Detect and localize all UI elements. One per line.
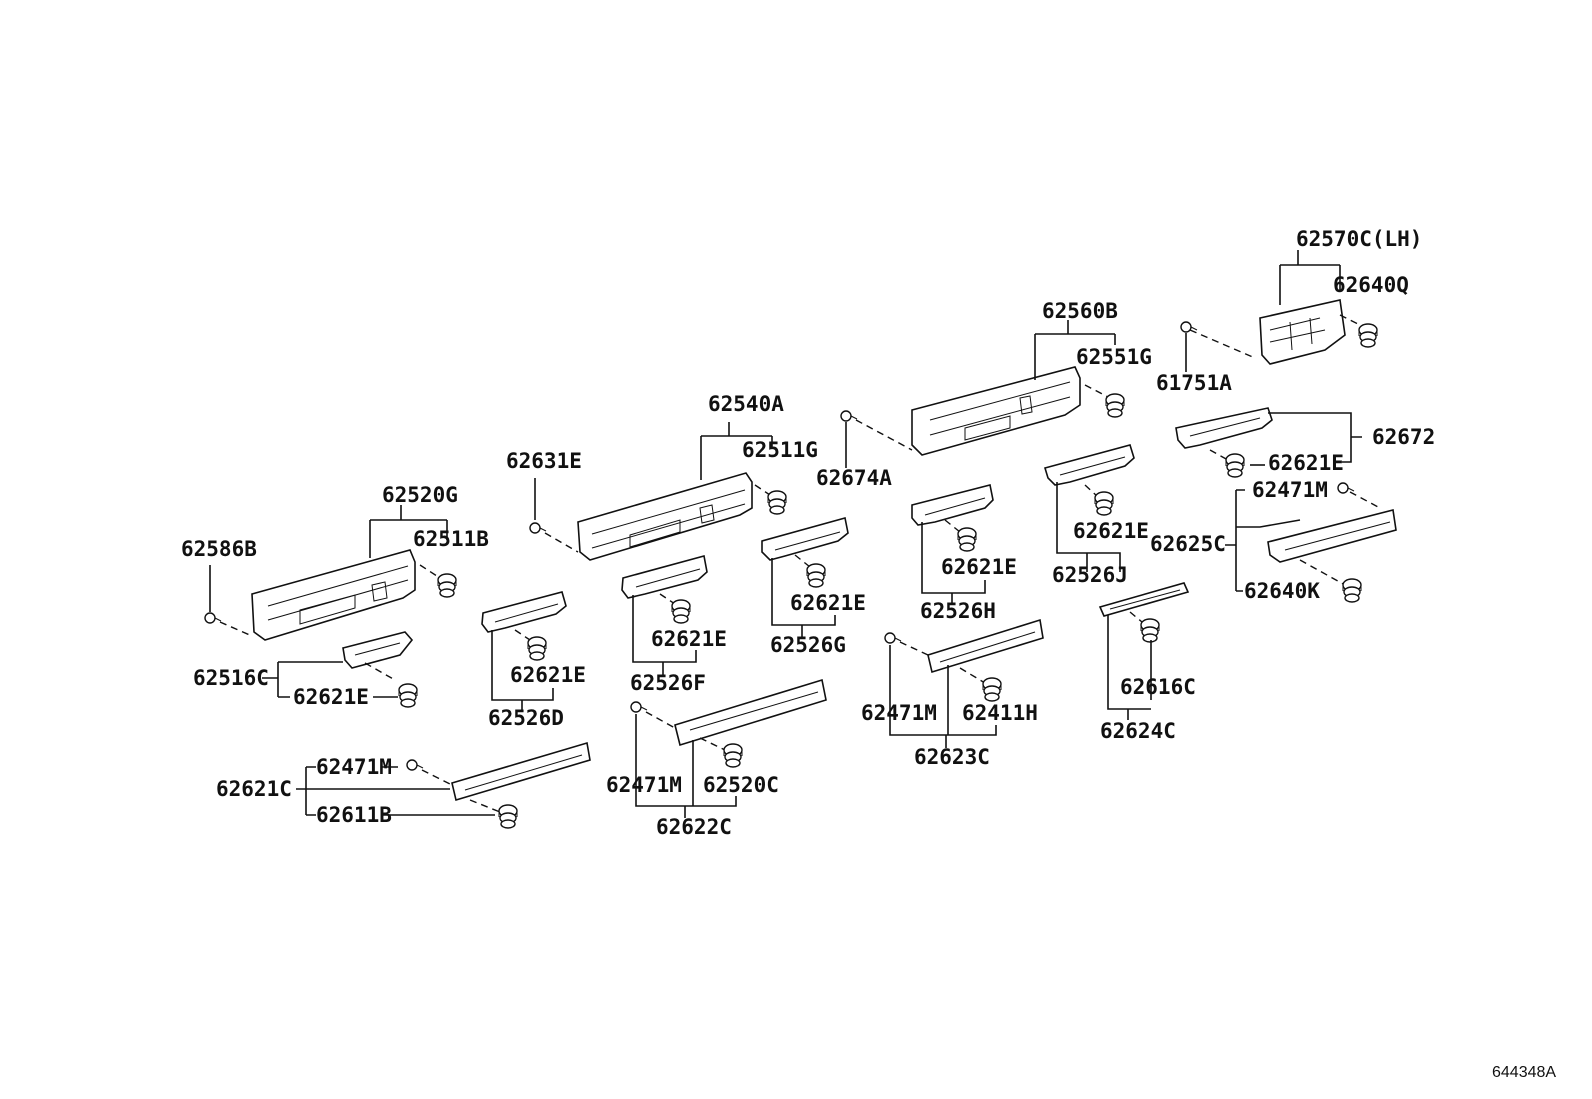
- label-62621E-a: 62621E: [1268, 451, 1344, 475]
- diagram-reference: 644348A: [1492, 1064, 1556, 1081]
- label-61751A: 61751A: [1156, 371, 1232, 395]
- label-62621C: 62621C: [216, 777, 292, 801]
- panel-62526J: [1043, 444, 1135, 486]
- label-62526H: 62526H: [920, 599, 996, 623]
- label-62621E-c: 62621E: [941, 555, 1017, 579]
- label-62471M-b: 62471M: [861, 701, 937, 725]
- label-62621E-f: 62621E: [651, 627, 727, 651]
- panel-62526G: [761, 516, 849, 561]
- label-62471M-a: 62471M: [1252, 478, 1328, 502]
- label-62551G: 62551G: [1076, 345, 1152, 369]
- part-group-62526J: 62621E 62526J: [1043, 444, 1149, 587]
- part-group-62672: 62672 62621E: [1175, 407, 1435, 478]
- label-62411H: 62411H: [962, 701, 1038, 725]
- label-62526D: 62526D: [488, 706, 564, 730]
- label-62621E-b: 62621E: [1073, 519, 1149, 543]
- label-62471M-c: 62471M: [606, 773, 682, 797]
- label-62520C: 62520C: [703, 773, 779, 797]
- label-62672: 62672: [1372, 425, 1435, 449]
- panel-62540A: [577, 472, 753, 561]
- panel-62520G: [251, 549, 416, 641]
- part-group-62526D: 62621E 62526D: [481, 591, 586, 730]
- label-62520G: 62520G: [382, 483, 458, 507]
- label-62526G: 62526G: [770, 633, 846, 657]
- label-62640K: 62640K: [1244, 579, 1320, 603]
- part-group-62526H: 62621E 62526H: [911, 484, 1017, 623]
- label-62674A: 62674A: [816, 466, 892, 490]
- label-62611B: 62611B: [316, 803, 392, 827]
- part-group-62570C: 62570C(LH) 62640Q 61751A: [1156, 227, 1422, 395]
- label-62631E: 62631E: [506, 449, 582, 473]
- part-group-62622C: 62471M 62520C 62622C: [606, 678, 827, 839]
- part-group-62624C: 62616C 62624C: [1098, 582, 1196, 743]
- part-group-62560B: 62560B 62551G 62674A: [816, 299, 1152, 490]
- label-62624C: 62624C: [1100, 719, 1176, 743]
- part-group-62623C: 62471M 62411H 62623C: [861, 618, 1044, 769]
- label-62586B: 62586B: [181, 537, 257, 561]
- label-62625C: 62625C: [1150, 532, 1226, 556]
- panel-62526F: [621, 555, 708, 599]
- panel-62570C: [1259, 299, 1346, 365]
- panel-62625C: [1267, 509, 1397, 563]
- label-62526J: 62526J: [1052, 563, 1128, 587]
- part-group-62526F: 62621E 62526F: [621, 555, 727, 695]
- label-62621E-d: 62621E: [293, 685, 369, 709]
- label-62621E-e: 62621E: [510, 663, 586, 687]
- panel-62623C: [927, 618, 1044, 674]
- label-62616C: 62616C: [1120, 675, 1196, 699]
- label-62621E-g: 62621E: [790, 591, 866, 615]
- label-62516C: 62516C: [193, 666, 269, 690]
- panel-62526H: [911, 484, 994, 526]
- label-62570C: 62570C(LH): [1296, 227, 1422, 251]
- panel-62526D: [481, 591, 567, 633]
- part-group-62625C: 62471M 62625C 62640K: [1150, 478, 1397, 603]
- part-group-62526G: 62621E 62526G: [761, 516, 866, 657]
- panel-62672: [1175, 407, 1273, 449]
- label-62640Q: 62640Q: [1333, 273, 1409, 297]
- panel-62560B: [911, 366, 1081, 456]
- label-62471M-d: 62471M: [316, 755, 392, 779]
- label-62623C: 62623C: [914, 745, 990, 769]
- panel-62516C: [342, 631, 414, 669]
- part-group-62540A: 62540A 62511G 62631E: [506, 392, 818, 561]
- panel-62621C: [451, 741, 591, 802]
- label-62540A: 62540A: [708, 392, 784, 416]
- part-group-62516C: 62516C 62621E: [193, 631, 418, 709]
- label-62622C: 62622C: [656, 815, 732, 839]
- part-group-62621C: 62471M 62621C 62611B: [216, 741, 591, 829]
- label-62526F: 62526F: [630, 671, 706, 695]
- label-62511G: 62511G: [742, 438, 818, 462]
- part-group-62520G: 62520G 62511B 62586B: [181, 483, 489, 641]
- label-62511B: 62511B: [413, 527, 489, 551]
- label-62560B: 62560B: [1042, 299, 1118, 323]
